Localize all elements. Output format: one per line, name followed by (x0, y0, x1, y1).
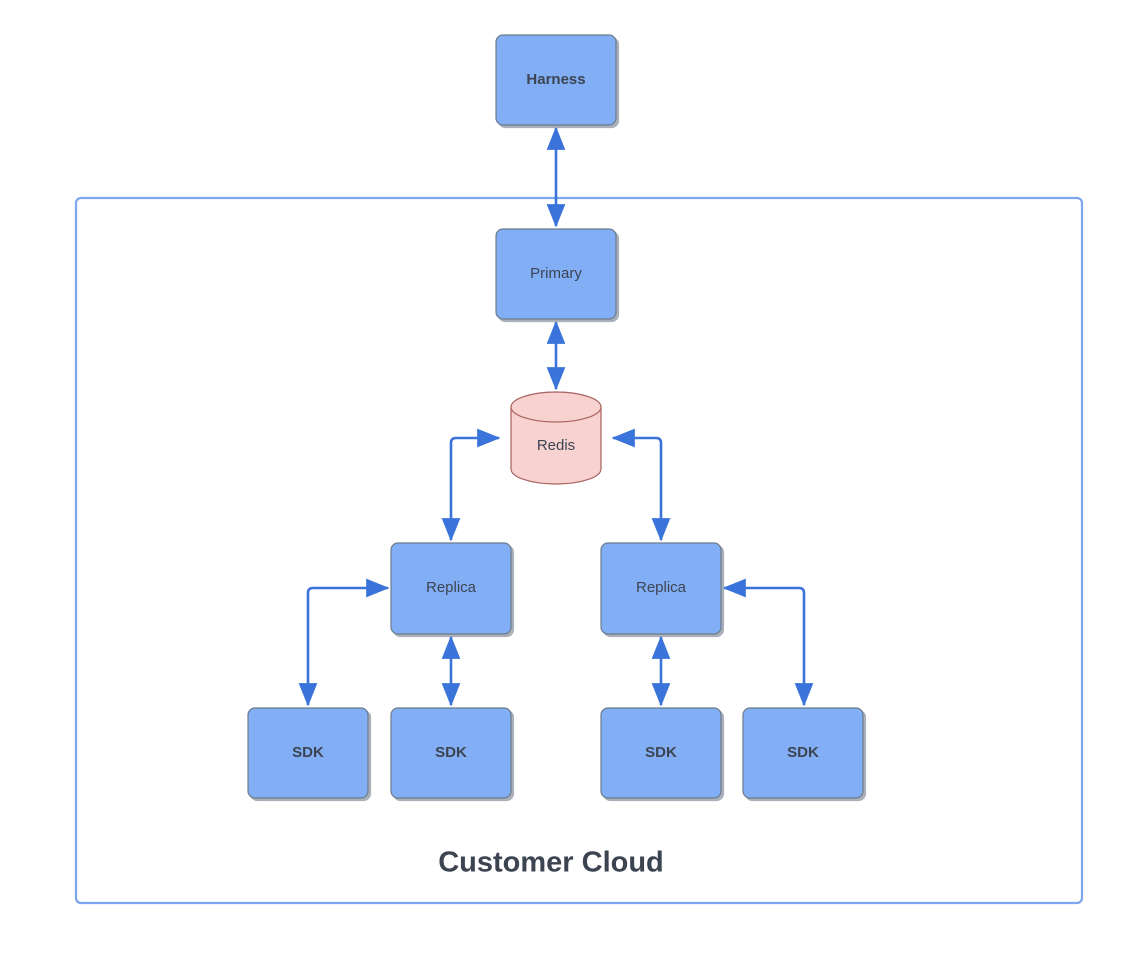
node-primary-shape (495, 228, 617, 320)
node-sdk-3[interactable]: SDK (600, 707, 722, 799)
node-replica-right-label: Replica (636, 579, 687, 596)
node-harness-label: Harness (526, 71, 585, 88)
connector-layer (298, 126, 814, 707)
node-harness-shape (495, 34, 617, 126)
node-replica-right[interactable]: Replica (600, 542, 722, 635)
node-replica-left[interactable]: Replica (390, 542, 512, 635)
node-primary[interactable]: Primary (495, 228, 617, 320)
node-replica-left-label: Replica (426, 579, 477, 596)
node-harness[interactable]: Harness (495, 34, 617, 126)
customer-cloud-group: Customer Cloud (74, 196, 1084, 905)
node-sdk-2-shape (390, 707, 512, 799)
node-redis-label: Redis (537, 437, 575, 454)
node-sdk-4[interactable]: SDK (742, 707, 864, 799)
node-sdk-2-label: SDK (435, 744, 467, 761)
node-sdk-1-label: SDK (292, 744, 324, 761)
customer-cloud-border (74, 196, 1084, 905)
node-sdk-3-shape (600, 707, 722, 799)
node-sdk-4-label: SDK (787, 744, 819, 761)
node-redis-body (510, 406, 602, 485)
connector-redis-replica-right[interactable] (611, 428, 671, 542)
customer-cloud-label: Customer Cloud (438, 847, 664, 879)
node-redis[interactable]: Redis (510, 391, 602, 485)
node-sdk-1-shape (247, 707, 369, 799)
node-sdk-1[interactable]: SDK (247, 707, 369, 799)
node-sdk-3-label: SDK (645, 744, 677, 761)
node-sdk-4-shape (742, 707, 864, 799)
connector-replica-right-sdk-4[interactable] (722, 578, 814, 707)
node-sdk-2[interactable]: SDK (390, 707, 512, 799)
node-redis-top (510, 391, 602, 423)
node-primary-label: Primary (530, 265, 582, 282)
node-replica-right-shape (600, 542, 722, 635)
node-replica-left-shape (390, 542, 512, 635)
connector-replica-left-sdk-1[interactable] (298, 578, 390, 707)
connector-redis-replica-left[interactable] (441, 428, 501, 542)
